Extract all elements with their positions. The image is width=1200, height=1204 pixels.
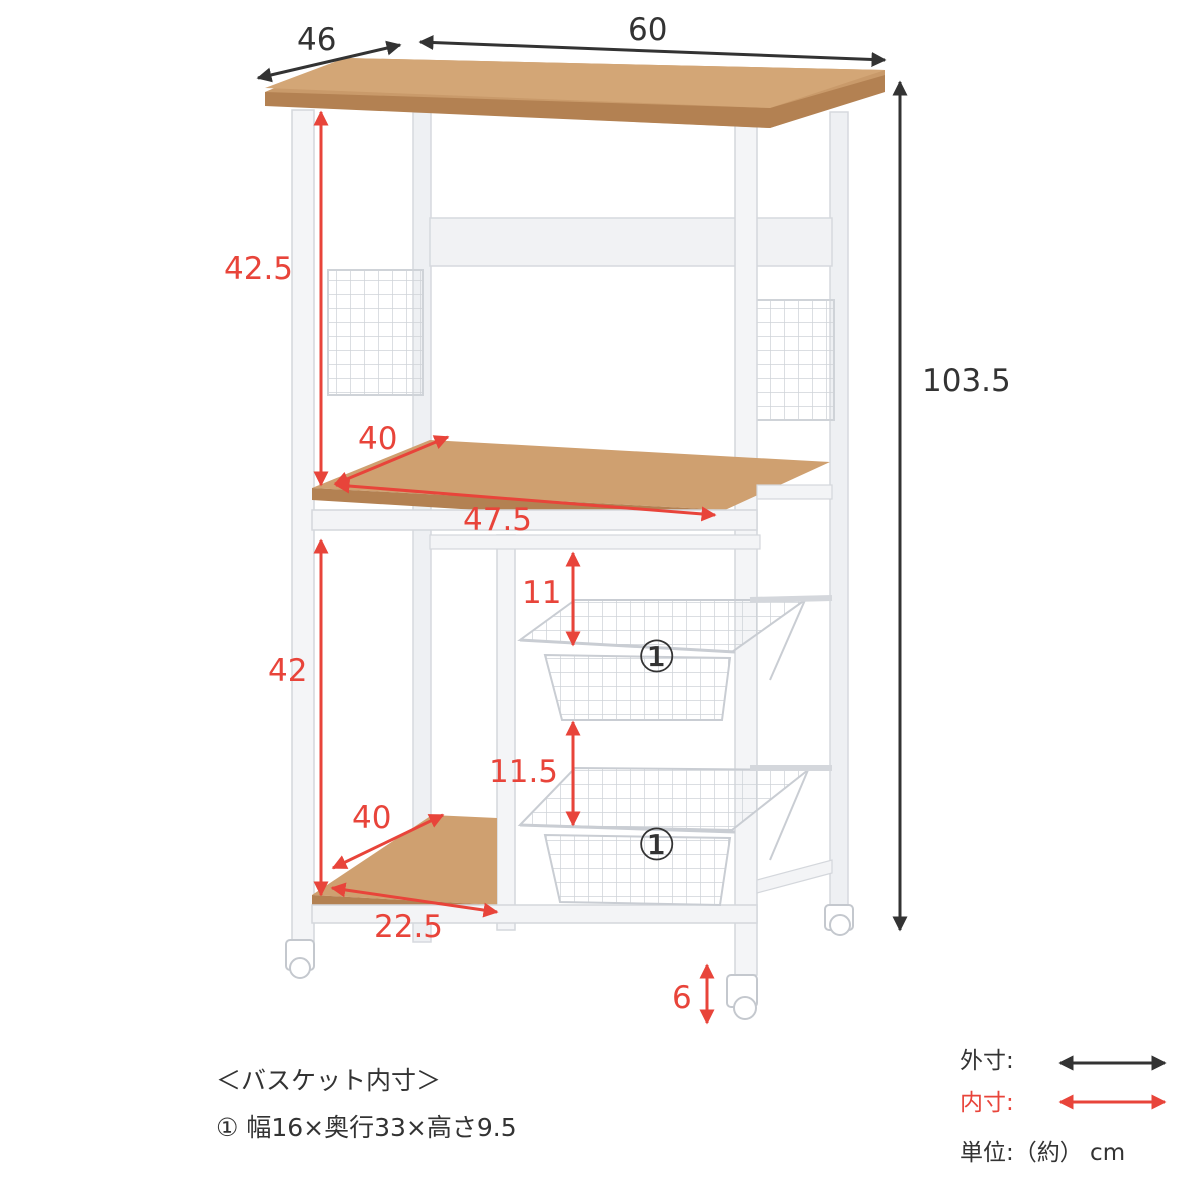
outer-dimension-arrows (256, 35, 1167, 1071)
lower-shelf-depth-label: 40 (352, 800, 392, 836)
top-board (265, 58, 885, 128)
back-rail (429, 217, 833, 267)
lower-shelf-width-label: 22.5 (374, 909, 444, 945)
legend-unit: 単位:（約） cm (960, 1140, 1126, 1166)
side-grid-right (755, 299, 835, 421)
basket-gap-middle-label: 11.5 (489, 754, 559, 790)
basket-marker-bottom: ① (637, 820, 677, 871)
basket-gap-top-label: 11 (522, 575, 562, 611)
basket-bottom (517, 765, 832, 907)
front-posts (291, 109, 758, 976)
side-grid-left (327, 269, 424, 396)
lower-height-label: 42 (268, 653, 308, 689)
upper-shelf-depth-arrow (333, 435, 450, 486)
basket-marker-top: ① (637, 632, 677, 683)
outer-width-arrow (418, 35, 887, 67)
basket-note-title: ＜バスケット内寸＞ (216, 1066, 442, 1095)
outer-depth-arrow (256, 40, 402, 83)
caster-height-label: 6 (672, 980, 692, 1016)
legend-outer-label: 外寸: (960, 1048, 1014, 1074)
basket-top (517, 595, 833, 721)
lower-shelf-width-arrow (330, 882, 499, 918)
legend-inner-label: 内寸: (960, 1090, 1014, 1116)
upper-shelf-depth-label: 40 (358, 421, 398, 457)
outer-height-label: 103.5 (922, 363, 1011, 399)
upper-shelf-width-arrow (334, 478, 717, 522)
outer-depth-label: 46 (297, 22, 337, 58)
casters (285, 904, 854, 1020)
basket-note-line: ① 幅16×奥行33×高さ9.5 (216, 1113, 517, 1142)
upper-shelf-width-label: 47.5 (463, 502, 533, 538)
inner-dimension-arrows (313, 110, 1167, 1110)
lower-shelf-depth-arrow (331, 813, 445, 870)
outer-width-label: 60 (628, 12, 668, 48)
upper-height-label: 42.5 (224, 251, 294, 287)
